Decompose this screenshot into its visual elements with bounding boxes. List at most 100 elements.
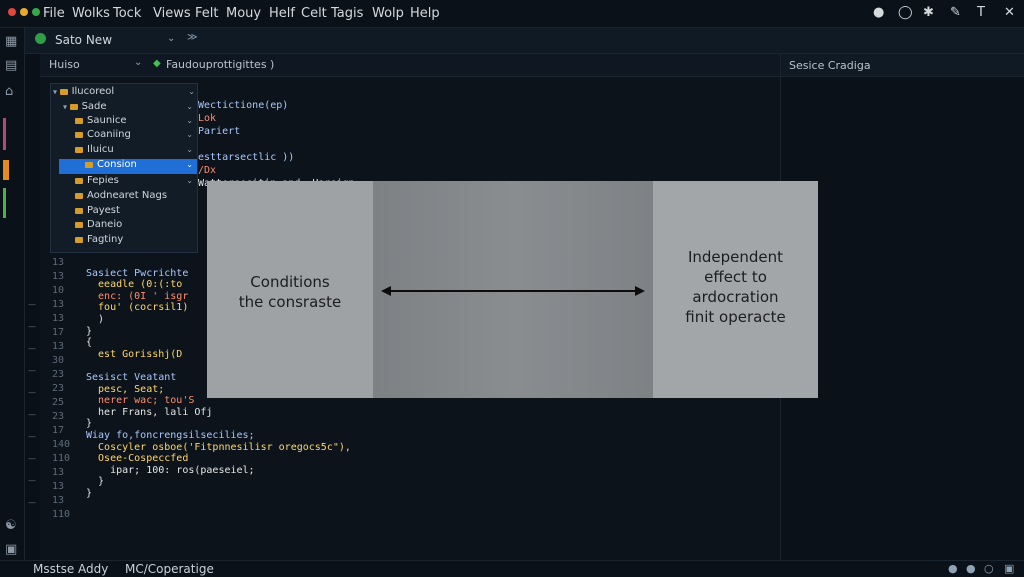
settings-icon[interactable]: ▣ bbox=[5, 542, 18, 557]
chevron-down-icon[interactable]: ⌄ bbox=[134, 57, 143, 68]
code-line: enc: (0I ' isgr bbox=[86, 290, 189, 302]
line-number: 23 bbox=[52, 411, 65, 422]
menu-helf[interactable]: Helf bbox=[269, 6, 295, 21]
feedback-icon[interactable]: ○ bbox=[984, 562, 994, 575]
code-line: eeadle (0:(:to bbox=[86, 279, 183, 291]
broadcast-icon[interactable]: ✱ bbox=[923, 5, 934, 20]
status-left[interactable]: Msstse Addy bbox=[33, 562, 109, 576]
line-number: 110 bbox=[52, 509, 71, 520]
line-number: 13 bbox=[52, 299, 65, 310]
diagram-right-line: Independent bbox=[687, 248, 784, 266]
line-number: 30 bbox=[52, 355, 65, 366]
code-top-block: Wectictione(ep) Lok Pariert esttarsectli… bbox=[198, 86, 361, 190]
line-number: 17 bbox=[52, 425, 65, 436]
right-panel-header bbox=[781, 54, 1024, 77]
line-number: 13 bbox=[52, 481, 65, 492]
line-number: 13 bbox=[52, 271, 65, 282]
menu-help[interactable]: Help bbox=[410, 6, 440, 21]
code-line: Wectictione(ep) bbox=[198, 100, 289, 111]
menu-tock[interactable]: Tock bbox=[113, 6, 142, 21]
menu-views[interactable]: Views bbox=[153, 6, 191, 21]
menu-celt[interactable]: Celt bbox=[301, 6, 327, 21]
tree-item[interactable]: Fagtiny bbox=[75, 234, 197, 249]
code-line: /Dx bbox=[198, 165, 217, 176]
line-number: 13 bbox=[52, 313, 65, 324]
right-panel-title[interactable]: Sesice Cradiga bbox=[789, 59, 871, 72]
diagram-middle-panel bbox=[373, 181, 653, 398]
menu-wolp[interactable]: Wolp bbox=[372, 6, 404, 21]
edit-icon[interactable]: ✎ bbox=[950, 5, 961, 20]
diagram-right-line: finit operacte bbox=[685, 308, 786, 326]
side-strip: —————————— bbox=[25, 54, 40, 560]
menu-file[interactable]: File bbox=[43, 6, 65, 21]
diagram-right-line: effect to bbox=[704, 268, 767, 286]
code-line: her Frans, lali Ofj bbox=[86, 406, 213, 418]
accounts-icon[interactable]: ☯ bbox=[5, 518, 17, 533]
line-number: 13 bbox=[52, 495, 65, 506]
menu-wolks[interactable]: Wolks bbox=[72, 6, 110, 21]
activity-bar: ▦ ▤ ⌂ ☯ ▣ bbox=[0, 28, 25, 560]
menu-felt[interactable]: Felt bbox=[195, 6, 219, 21]
diagram-left-line: Conditions bbox=[250, 273, 330, 291]
code-body: Sasiect Pwcrichte eeadle (0:(:to enc: (0… bbox=[86, 256, 351, 499]
toolbar-title[interactable]: Sato New bbox=[55, 33, 113, 47]
tree-item[interactable]: Iluicu⌄ bbox=[75, 144, 197, 159]
line-number: 23 bbox=[52, 383, 65, 394]
code-line: fou' (cocrsil1) bbox=[86, 302, 189, 314]
close-icon[interactable]: ✕ bbox=[1004, 5, 1015, 20]
code-line: esttarsectlic )) bbox=[198, 152, 295, 163]
tree-item[interactable]: Fepies⌄ bbox=[75, 175, 197, 190]
tree-item[interactable]: ▾ Ilucoreol⌄ bbox=[53, 86, 195, 97]
right-panel: Sesice Cradiga bbox=[780, 54, 1024, 560]
status-mid[interactable]: MC/Coperatige bbox=[125, 562, 214, 576]
menu-mouy[interactable]: Mouy bbox=[226, 6, 262, 21]
explorer-icon[interactable]: ▦ bbox=[5, 34, 18, 49]
code-line: pesc, Seat; bbox=[86, 383, 165, 395]
notification-icon[interactable]: ● bbox=[948, 562, 958, 575]
tree-item[interactable]: ▾ Sade⌄ bbox=[63, 101, 193, 112]
code-line: Pariert bbox=[198, 126, 241, 137]
tree-item[interactable]: Daneio bbox=[75, 219, 197, 234]
code-line: } bbox=[86, 476, 105, 488]
line-number: 13 bbox=[52, 467, 65, 478]
line-number: 13 bbox=[52, 341, 65, 352]
breadcrumb-label[interactable]: Huiso bbox=[49, 58, 80, 71]
line-number: 110 bbox=[52, 453, 71, 464]
double-arrow-icon bbox=[381, 286, 645, 296]
arrow-right-icon[interactable]: ≫ bbox=[187, 32, 198, 43]
file-tree-dropdown: ▾ Ilucoreol⌄ ▾ Sade⌄ Saunice⌄ Coaniing⌄ … bbox=[50, 83, 198, 253]
minimize-window-icon[interactable] bbox=[20, 8, 28, 16]
run-icon[interactable] bbox=[35, 33, 46, 44]
code-line: Coscyler osboe('Fitpnnesilisr oregocs5c"… bbox=[86, 441, 351, 453]
tree-item[interactable]: Aodnearet Nags bbox=[75, 190, 197, 205]
line-number: 17 bbox=[52, 327, 65, 338]
tree-item[interactable]: Coaniing⌄ bbox=[75, 129, 197, 144]
breadcrumb: Huiso ⌄ ◆ Faudouprottigittes ) bbox=[40, 54, 780, 77]
indicator-green bbox=[3, 188, 6, 218]
home-icon[interactable]: ⌂ bbox=[5, 84, 14, 99]
account-icon[interactable]: ● bbox=[873, 5, 885, 20]
layout-icon[interactable]: ▣ bbox=[1004, 562, 1015, 575]
line-number: 13 bbox=[52, 257, 65, 268]
code-line: Sesisct Veatant bbox=[86, 371, 177, 383]
tree-item[interactable]: Saunice⌄ bbox=[75, 115, 197, 130]
sync-icon[interactable]: ◯ bbox=[898, 5, 913, 20]
diagram-left-panel: Conditions the consraste bbox=[207, 181, 373, 398]
toolbar: Sato New ⌄ ≫ bbox=[25, 28, 1024, 54]
menu-tagis[interactable]: Tagis bbox=[331, 6, 364, 21]
indicator-orange bbox=[3, 160, 9, 180]
split-icon[interactable]: T bbox=[977, 5, 985, 20]
bell-icon[interactable]: ● bbox=[966, 562, 976, 575]
tree-item[interactable]: Payest bbox=[75, 205, 197, 220]
close-window-icon[interactable] bbox=[8, 8, 16, 16]
chevron-down-icon[interactable]: ⌄ bbox=[167, 33, 176, 44]
line-number: 10 bbox=[52, 285, 65, 296]
line-number: 23 bbox=[52, 369, 65, 380]
tree-item-selected[interactable]: Consion⌄ bbox=[59, 159, 197, 174]
editor-tab[interactable]: Faudouprottigittes ) bbox=[166, 58, 275, 71]
diagram-right-line: ardocration bbox=[692, 288, 779, 306]
files-icon[interactable]: ▤ bbox=[5, 58, 18, 73]
leaf-icon: ◆ bbox=[153, 58, 161, 69]
maximize-window-icon[interactable] bbox=[32, 8, 40, 16]
status-bar: Msstse Addy MC/Coperatige ● ● ○ ▣ bbox=[0, 560, 1024, 577]
